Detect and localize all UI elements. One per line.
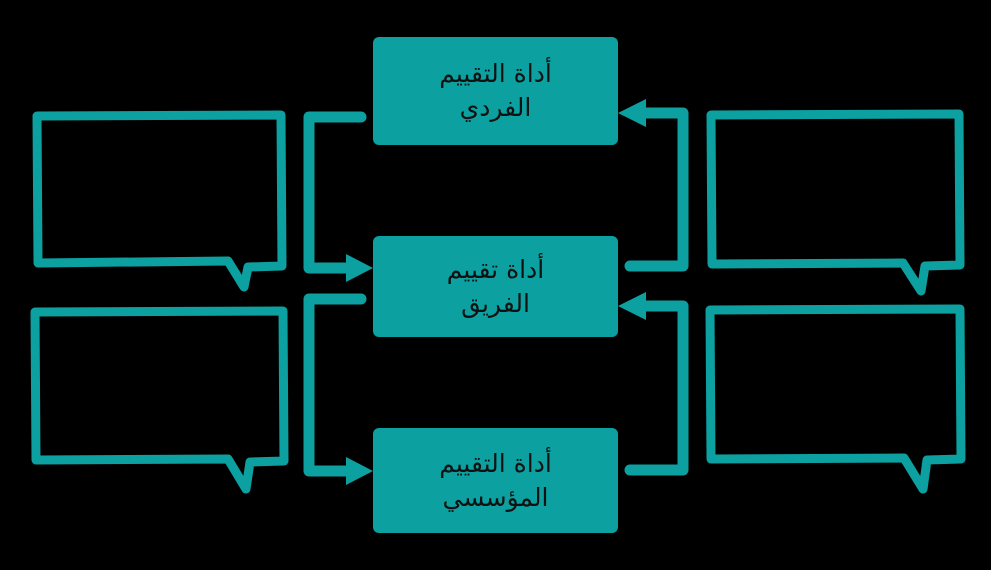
node-individual-assessment-tool[interactable]: أداة التقييم الفردي bbox=[373, 37, 618, 145]
bubble-left-bottom bbox=[30, 306, 289, 494]
node-team-assessment-tool[interactable]: أداة تقييم الفريق bbox=[373, 236, 618, 337]
connector-individual-to-team bbox=[303, 111, 373, 282]
node-label-team-assessment-tool: أداة تقييم الفريق bbox=[446, 254, 545, 318]
bubble-right-top-content[interactable] bbox=[709, 113, 961, 265]
bubble-right-bottom bbox=[705, 304, 966, 494]
connector-team-to-individual bbox=[618, 99, 689, 272]
bubble-right-bottom-content[interactable] bbox=[708, 308, 961, 460]
bubble-right-top bbox=[706, 109, 965, 296]
node-label-individual-assessment-tool: أداة التقييم الفردي bbox=[439, 59, 552, 122]
bubble-left-top bbox=[32, 110, 287, 292]
node-label-institutional-assessment-tool: أداة التقييم المؤسسي bbox=[439, 448, 552, 512]
bubble-left-bottom-content[interactable] bbox=[34, 310, 284, 462]
node-institutional-assessment-tool[interactable]: أداة التقييم المؤسسي bbox=[373, 428, 618, 533]
bubble-left-top-content[interactable] bbox=[36, 114, 282, 266]
connector-institutional-to-team bbox=[618, 292, 689, 476]
connector-team-to-institutional bbox=[303, 293, 373, 485]
